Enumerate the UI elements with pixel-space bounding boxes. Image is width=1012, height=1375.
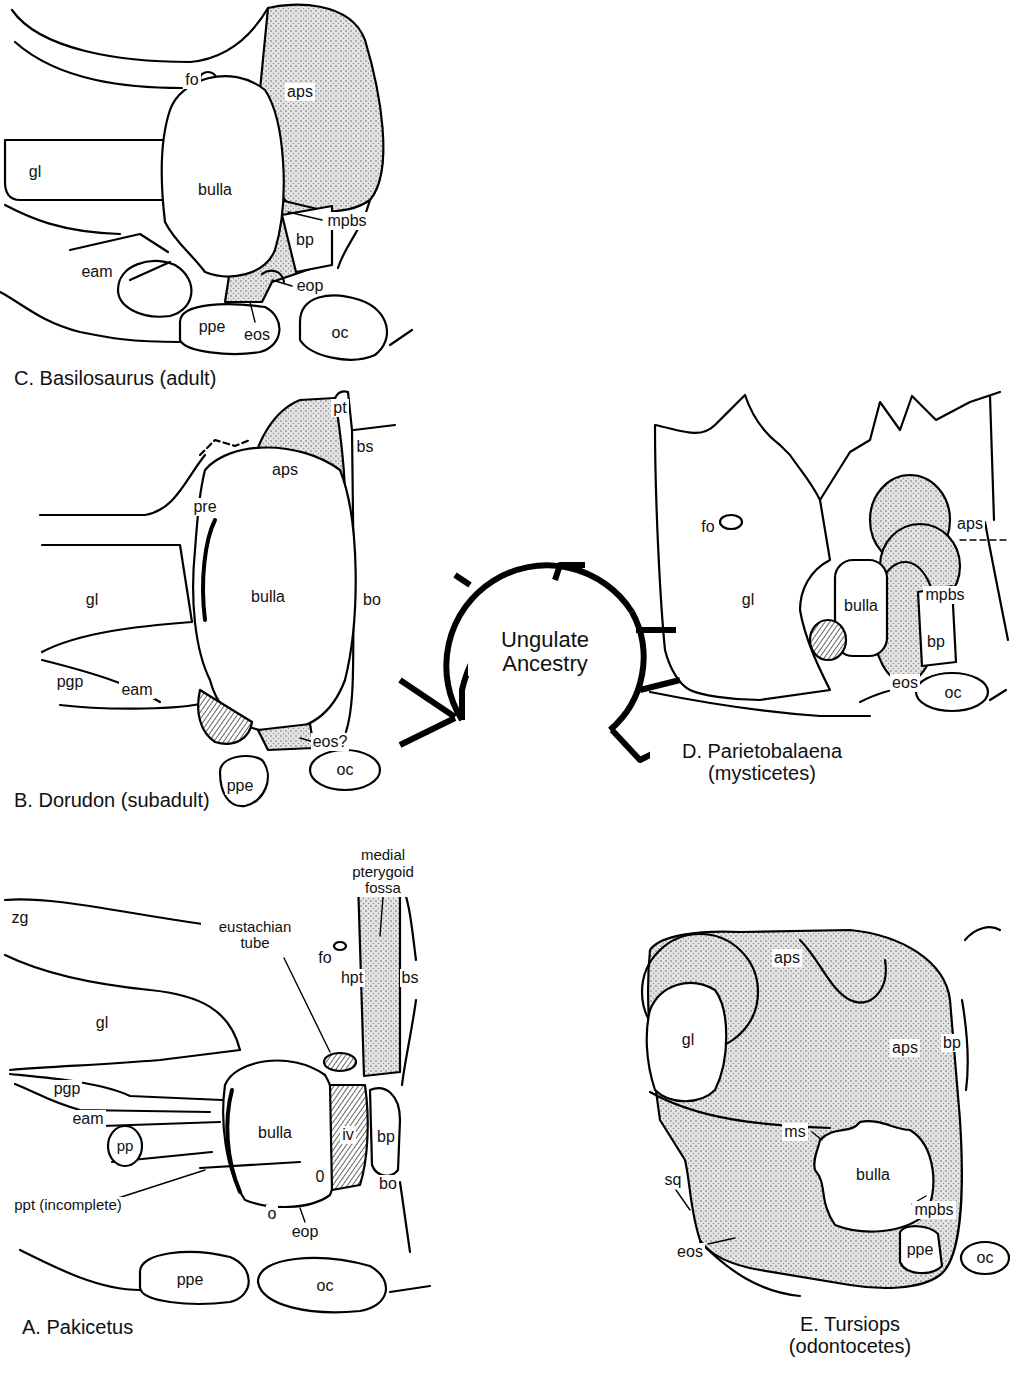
part-label: zg bbox=[10, 909, 31, 927]
part-label: bulla bbox=[196, 181, 234, 199]
part-label: ppe bbox=[197, 318, 228, 336]
part-label: bulla bbox=[256, 1124, 294, 1142]
part-label: mpbs bbox=[325, 212, 368, 230]
part-label: pt bbox=[331, 399, 348, 417]
part-label: ms bbox=[782, 1123, 807, 1141]
part-label: oc bbox=[330, 324, 351, 342]
part-label: fo bbox=[699, 518, 716, 536]
panel-caption: C. Basilosaurus (adult) bbox=[12, 367, 218, 389]
part-label: eos bbox=[890, 674, 920, 692]
part-label: eos bbox=[242, 326, 272, 344]
part-label: ppe bbox=[225, 777, 256, 795]
multi-line-label: eustachian tube bbox=[201, 919, 310, 952]
part-label: oc bbox=[943, 684, 964, 702]
part-label: bp bbox=[375, 1128, 397, 1146]
part-label: pp bbox=[115, 1138, 136, 1155]
part-label: pgp bbox=[52, 1080, 83, 1098]
part-label: eop bbox=[290, 1223, 321, 1241]
part-label: eam bbox=[70, 1110, 105, 1128]
part-label: aps bbox=[270, 461, 300, 479]
part-label: eam bbox=[79, 263, 114, 281]
part-label: gl bbox=[27, 163, 43, 181]
part-label: bulla bbox=[854, 1166, 892, 1184]
multi-line-label: D. Parietobalaena (mysticetes) bbox=[650, 740, 874, 784]
part-label: ppe bbox=[175, 1271, 206, 1289]
part-label: bo bbox=[361, 591, 383, 609]
part-label: gl bbox=[680, 1031, 696, 1049]
part-label: o bbox=[266, 1205, 279, 1223]
part-label: bp bbox=[294, 231, 316, 249]
part-label: sq bbox=[663, 1171, 684, 1189]
part-label: gl bbox=[84, 591, 100, 609]
part-label: mpbs bbox=[912, 1201, 955, 1219]
part-label: eos? bbox=[311, 733, 350, 751]
part-label: aps bbox=[772, 949, 802, 967]
part-label: oc bbox=[975, 1249, 996, 1267]
part-label: eam bbox=[119, 681, 154, 699]
part-label: gl bbox=[740, 591, 756, 609]
part-label: bulla bbox=[249, 588, 287, 606]
part-label: bs bbox=[355, 438, 376, 456]
part-label: hpt bbox=[339, 969, 365, 987]
part-label: mpbs bbox=[923, 586, 966, 604]
part-label: fo bbox=[183, 71, 200, 89]
part-label: aps bbox=[955, 515, 985, 533]
part-label: oc bbox=[335, 761, 356, 779]
part-label: iv bbox=[340, 1126, 356, 1144]
multi-line-label: medial pterygoid fossa bbox=[336, 847, 430, 897]
part-label: bp bbox=[925, 633, 947, 651]
part-label: 0 bbox=[314, 1168, 327, 1186]
part-label: eos bbox=[675, 1243, 705, 1261]
part-label: aps bbox=[285, 83, 315, 101]
multi-line-label: Ungulate Ancestry bbox=[468, 628, 622, 676]
part-label: oc bbox=[315, 1277, 336, 1295]
part-label: eop bbox=[295, 277, 326, 295]
panel-caption: B. Dorudon (subadult) bbox=[12, 789, 212, 811]
part-label: ppe bbox=[905, 1241, 936, 1259]
multi-line-label: E. Tursiops (odontocetes) bbox=[758, 1313, 942, 1357]
part-label: pgp bbox=[55, 673, 86, 691]
part-label: gl bbox=[94, 1014, 110, 1032]
part-label: aps bbox=[890, 1039, 920, 1057]
part-label: fo bbox=[316, 949, 333, 967]
part-label: bo bbox=[377, 1175, 399, 1193]
panel-caption: A. Pakicetus bbox=[20, 1316, 135, 1338]
multi-line-label: ppt (incomplete) bbox=[11, 1197, 125, 1214]
part-label: pre bbox=[191, 498, 218, 516]
part-label: bulla bbox=[842, 597, 880, 615]
part-label: bp bbox=[941, 1034, 963, 1052]
part-label: bs bbox=[400, 969, 421, 987]
